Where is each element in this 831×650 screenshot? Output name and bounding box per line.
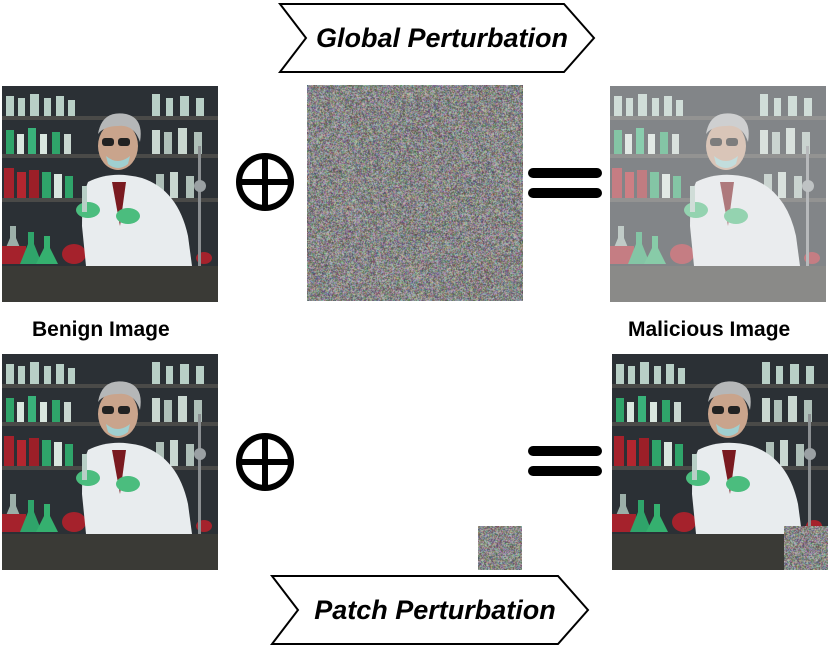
banner-arrow-shape bbox=[278, 3, 596, 73]
patch-perturbation-label: Patch Perturbation bbox=[314, 594, 556, 625]
circle-plus-icon bbox=[236, 153, 294, 211]
patch-on-malicious-image bbox=[784, 526, 828, 570]
equals-icon bbox=[528, 446, 602, 476]
malicious-image-top bbox=[610, 86, 826, 302]
patch-perturbation-banner: Patch Perturbation bbox=[270, 574, 590, 646]
equals-operator-bottom bbox=[526, 444, 604, 485]
add-operator-top bbox=[233, 150, 297, 219]
equals-icon bbox=[528, 168, 602, 198]
global-perturbation-label: Global Perturbation bbox=[315, 22, 569, 53]
global-perturbation-noise bbox=[307, 85, 523, 301]
benign-image-top bbox=[2, 86, 218, 302]
malicious-image-caption: Malicious Image bbox=[628, 318, 791, 341]
add-operator-bottom bbox=[233, 430, 297, 499]
global-perturbation-banner: Global Perturbation bbox=[278, 2, 596, 74]
global-noise-overlay bbox=[610, 86, 826, 302]
equals-operator-top bbox=[526, 166, 604, 207]
benign-image-bottom bbox=[2, 354, 218, 570]
benign-image-caption: Benign Image bbox=[32, 318, 170, 341]
banner-arrow-shape bbox=[270, 575, 590, 645]
circle-plus-icon bbox=[236, 433, 294, 491]
patch-perturbation-noise bbox=[478, 526, 522, 570]
